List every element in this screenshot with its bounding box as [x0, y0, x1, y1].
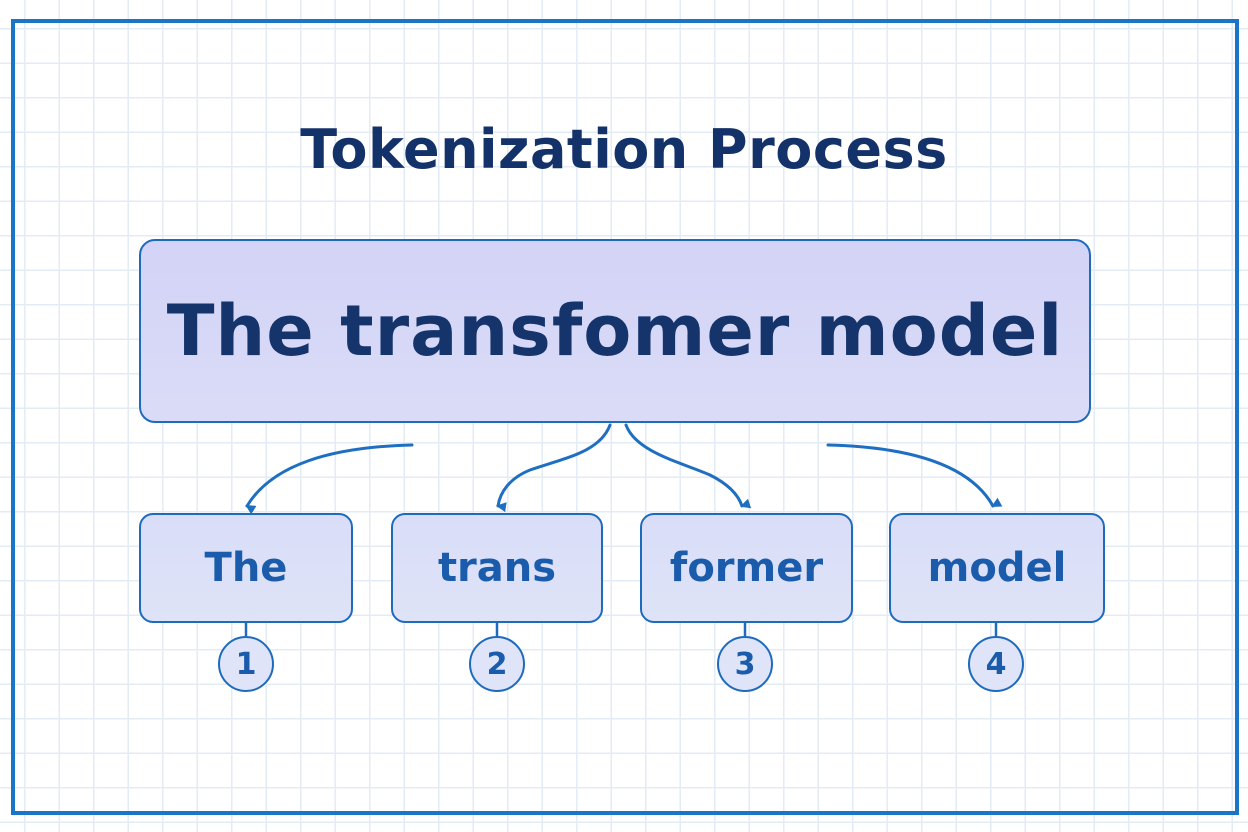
- token-index: 3: [734, 646, 756, 682]
- token-index-badge-3: 3: [717, 636, 773, 692]
- token-index-badge-1: 1: [218, 636, 274, 692]
- diagram-title: Tokenization Process: [300, 118, 948, 181]
- arrow-to-token-3: [624, 423, 752, 509]
- token-index: 4: [985, 646, 1007, 682]
- token-box-3: former: [640, 513, 853, 623]
- token-index-badge-4: 4: [968, 636, 1024, 692]
- arrow-to-token-2: [496, 423, 612, 513]
- input-sentence-text: The transfomer model: [166, 290, 1064, 372]
- token-index: 1: [235, 646, 257, 682]
- arrow-to-token-4: [826, 443, 1003, 508]
- token-label: former: [669, 545, 824, 591]
- input-sentence-box: The transfomer model: [139, 239, 1091, 423]
- diagram-frame: [11, 19, 1239, 815]
- arrow-to-token-1: [245, 443, 414, 515]
- token-label: The: [204, 545, 288, 591]
- token-label: model: [927, 545, 1067, 591]
- token-label: trans: [437, 545, 557, 591]
- token-box-4: model: [889, 513, 1105, 623]
- token-index-badge-2: 2: [469, 636, 525, 692]
- token-index: 2: [486, 646, 508, 682]
- token-box-1: The: [139, 513, 353, 623]
- token-box-2: trans: [391, 513, 603, 623]
